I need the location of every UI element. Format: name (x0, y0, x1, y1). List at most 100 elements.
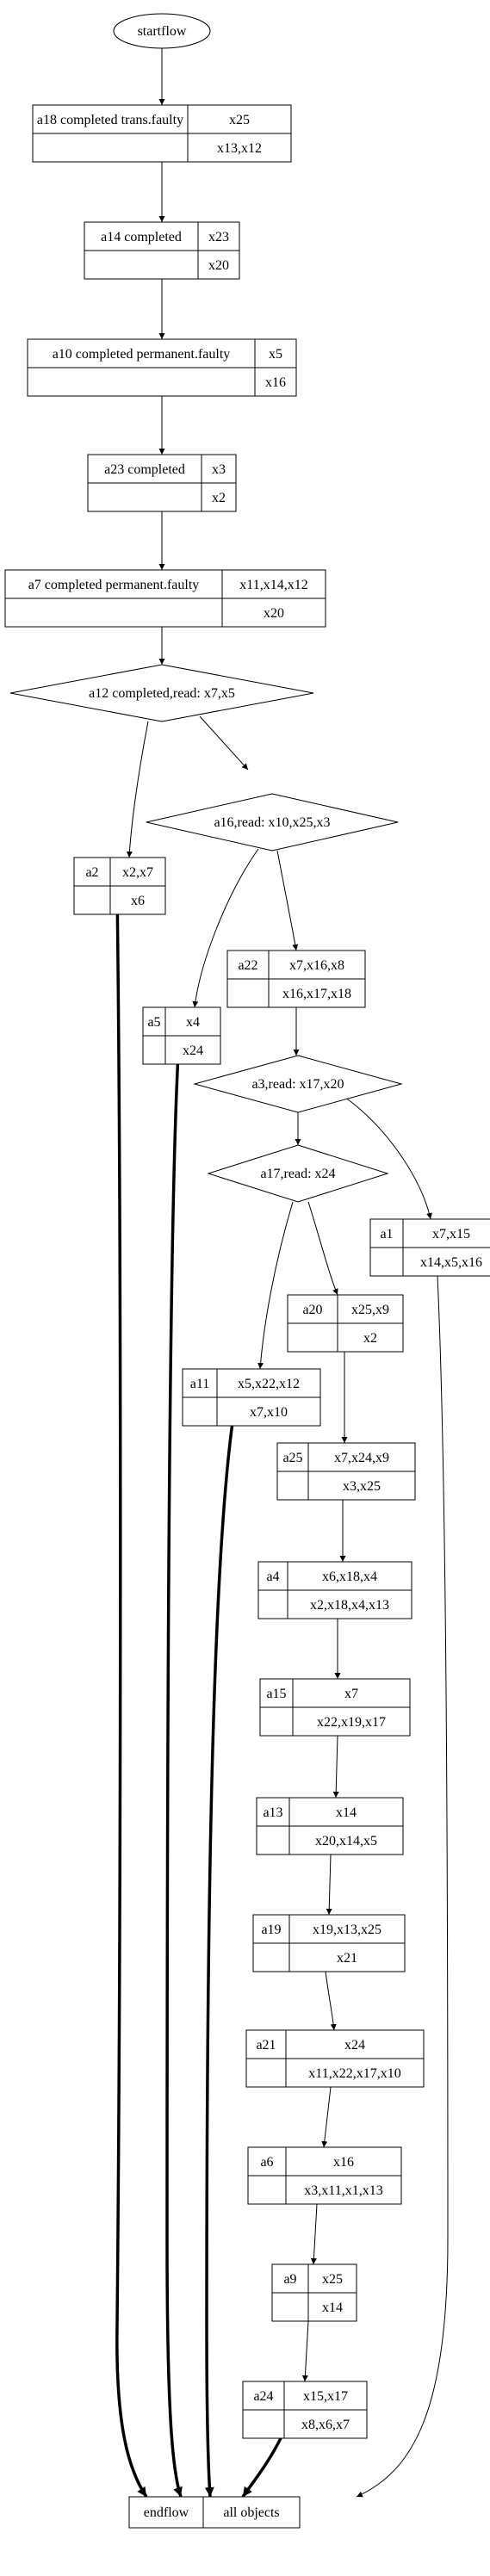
node-a15-bottom: x22,x19,x17 (317, 1715, 386, 1730)
edges (115, 48, 449, 2499)
edge-a9-a24 (301, 2320, 309, 2382)
node-a2-bottom: x6 (131, 894, 145, 908)
node-a23: a23 completed x3 x2 (87, 454, 237, 512)
edge-a11-end (204, 1399, 238, 2498)
edge-a12-a2 (126, 721, 149, 858)
edge-a6-a9 (310, 2203, 318, 2265)
node-a21: a21 x24 x11,x22,x17,x10 (245, 2029, 425, 2088)
edge-a19-a21 (325, 1971, 337, 2031)
node-a5-bottom: x24 (183, 1043, 203, 1058)
node-a19-top: x19,x13,x25 (313, 1923, 381, 1937)
edge-a16-a5 (192, 848, 259, 1008)
edge-a2-end (115, 888, 148, 2498)
node-a18: a18 completed trans.faulty x25 x13,x12 (32, 104, 292, 163)
start-node: startflow (113, 13, 211, 49)
node-a11-top: x5,x22,x12 (238, 1377, 300, 1391)
decision-a17-label: a17,read: x24 (260, 1167, 335, 1181)
node-a15-top: x7 (344, 1687, 358, 1701)
node-a5-top: x4 (186, 1015, 200, 1030)
node-a25-id: a25 (282, 1451, 302, 1465)
edge-a17-a11 (257, 1201, 294, 1370)
node-a22-id: a22 (238, 958, 257, 973)
node-a2-top: x2,x7 (122, 865, 153, 880)
node-a23-bottom: x2 (212, 491, 226, 505)
end-right-label: all objects (223, 2505, 279, 2520)
node-a23-id: a23 completed (104, 462, 185, 477)
node-a5: a5 x4 x24 (142, 1006, 221, 1065)
decision-a16-diamond (146, 793, 399, 851)
node-a21-bottom: x11,x22,x17,x10 (308, 2066, 400, 2081)
start-ellipse (113, 13, 211, 49)
node-a6-bottom: x3,x11,x1,x13 (304, 2183, 382, 2198)
end-left-label: endflow (144, 2505, 189, 2520)
edge-a16-a22 (276, 850, 299, 951)
node-a13-id: a13 (263, 1805, 282, 1820)
edge-a3-a1 (344, 1096, 432, 1220)
node-a11-id: a11 (190, 1377, 210, 1391)
node-a20-id: a20 (302, 1303, 322, 1317)
node-a7-bottom: x20 (264, 606, 284, 621)
edge-a21-a6 (321, 2086, 332, 2148)
record-nodes: a18 completed trans.faulty x25 x13,x12 a14 … (4, 104, 490, 2439)
node-a5-id: a5 (147, 1015, 160, 1030)
decision-a17: a17,read: x24 (207, 1144, 389, 1203)
node-a9-top: x25 (322, 2272, 343, 2287)
node-a22-bottom: x16,x17,x18 (282, 987, 351, 1001)
end-box (128, 2496, 301, 2529)
node-a21-id: a21 (256, 2038, 276, 2053)
node-a6: a6 x16 x3,x11,x1,x13 (247, 2146, 402, 2205)
node-a24-top: x15,x17 (303, 2389, 348, 2404)
node-a13: a13 x14 x20,x14,x5 (256, 1797, 404, 1855)
decision-a3-label: a3,read: x17,x20 (251, 1077, 344, 1092)
node-a19-bottom: x21 (337, 1951, 357, 1966)
node-a10-id: a10 completed permanent.faulty (53, 347, 231, 362)
edge-a5-end (165, 1037, 183, 2498)
end-node: endflow all objects (128, 2496, 301, 2529)
node-a20-top: x25,x9 (351, 1303, 389, 1317)
node-a13-bottom: x20,x14,x5 (315, 1834, 377, 1848)
node-a2: a2 x2,x7 x6 (73, 857, 166, 915)
node-a14-id: a14 completed (101, 230, 182, 245)
edge-a13-a19 (326, 1854, 332, 1916)
edge-a15-a13 (332, 1735, 339, 1799)
edge-a24-end (241, 2437, 282, 2499)
node-a23-top: x3 (212, 462, 226, 477)
decision-a12: a12 completed,read: x7,x5 (9, 664, 314, 722)
node-a4-id: a4 (266, 1570, 279, 1584)
node-a18-id: a18 completed trans.faulty (37, 113, 183, 127)
node-a10: a10 completed permanent.faulty x5 x16 (27, 338, 297, 397)
node-a9-bottom: x14 (322, 2300, 343, 2315)
node-a13-top: x14 (336, 1805, 357, 1820)
decision-a3-diamond (193, 1055, 403, 1113)
node-a4-top: x6,x18,x4 (322, 1570, 377, 1584)
start-label: startflow (138, 24, 187, 39)
node-a21-top: x24 (344, 2038, 365, 2053)
decision-a17-diamond (207, 1144, 389, 1203)
node-a4-bottom: x2,x18,x4,x13 (310, 1598, 389, 1613)
node-a15-id: a15 (266, 1687, 286, 1701)
node-a15: a15 x7 x22,x19,x17 (259, 1678, 411, 1737)
node-a6-top: x16 (333, 2155, 354, 2170)
edge-a12-a16 (199, 715, 249, 771)
node-a14-bottom: x20 (208, 258, 229, 273)
node-a18-top: x25 (229, 113, 250, 127)
edge-a1-end (356, 1275, 449, 2498)
node-a6-id: a6 (260, 2155, 273, 2170)
node-a18-bottom: x13,x12 (217, 141, 262, 156)
node-a19-id: a19 (261, 1923, 281, 1937)
node-a25-bottom: x3,x25 (343, 1479, 381, 1494)
node-a10-bottom: x16 (265, 375, 286, 390)
node-a19: a19 x19,x13,x25 x21 (252, 1914, 406, 1972)
node-a7-top: x11,x14,x12 (239, 578, 307, 592)
node-a10-top: x5 (269, 347, 282, 362)
node-a1-id: a1 (380, 1227, 393, 1242)
node-a2-id: a2 (85, 865, 98, 880)
